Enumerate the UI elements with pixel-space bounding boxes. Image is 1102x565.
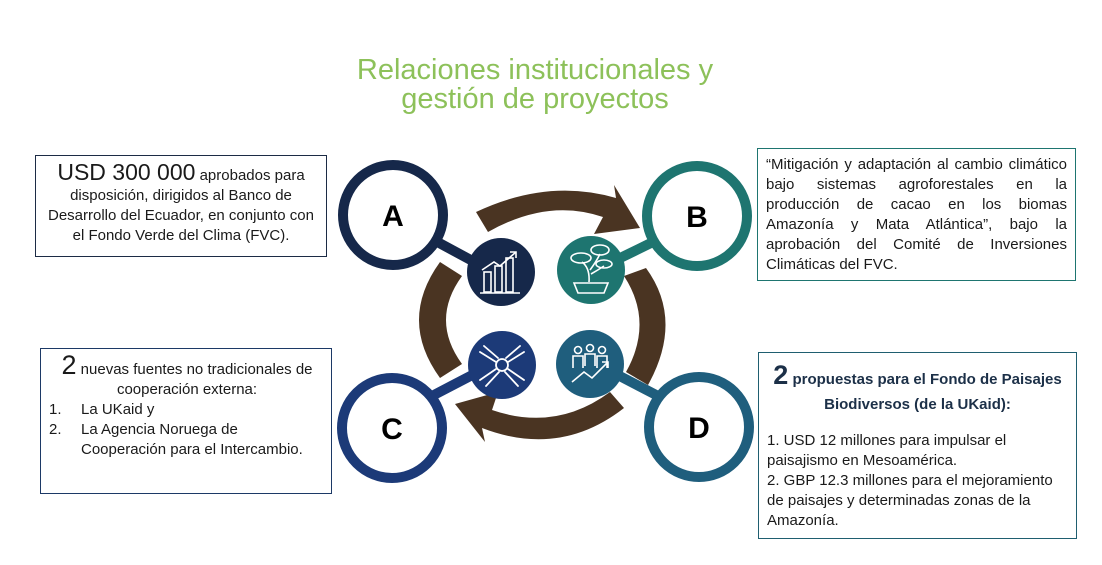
letter-b: B bbox=[686, 201, 708, 234]
box-c-list: 1. La UKaid y 2. La Agencia Noruega de Coo… bbox=[49, 400, 325, 460]
node-b: B bbox=[642, 161, 752, 271]
box-d-head-text: propuestas para el Fondo de Paisajes Bio… bbox=[788, 371, 1062, 413]
node-a: A bbox=[338, 160, 448, 270]
arrow-right bbox=[624, 268, 666, 385]
box-d-body: 1. USD 12 millones para impulsar el pais… bbox=[767, 431, 1068, 531]
box-c-count: 2 bbox=[61, 350, 77, 380]
box-a-text: aprobados para disposición, dirigidos al… bbox=[47, 167, 314, 244]
box-c-heading: 2 nuevas fuentes no tradicionales de coo… bbox=[49, 352, 325, 400]
bar-chart-growth-icon bbox=[467, 238, 535, 306]
box-d-heading: 2 propuestas para el Fondo de Paisajes B… bbox=[767, 360, 1068, 417]
joined-hands-icon bbox=[468, 331, 536, 399]
list-item: 2. La Agencia Noruega de Cooperación para… bbox=[49, 420, 325, 460]
node-d: D bbox=[644, 372, 754, 482]
people-growth-chart-icon bbox=[556, 330, 624, 398]
arrow-left bbox=[419, 262, 462, 378]
title-line-2: gestión de proyectos bbox=[401, 83, 669, 115]
list-item-number: 1. bbox=[49, 401, 62, 418]
text-box-c: 2 nuevas fuentes no tradicionales de coo… bbox=[40, 348, 332, 494]
text-box-b: “Mitigación y adaptación al cambio climá… bbox=[757, 148, 1076, 281]
letter-d: D bbox=[688, 412, 710, 445]
text-box-d: 2 propuestas para el Fondo de Paisajes B… bbox=[758, 352, 1077, 539]
list-item-number: 2. bbox=[49, 421, 62, 438]
arrow-top bbox=[476, 185, 640, 234]
letter-c: C bbox=[381, 413, 403, 446]
text-box-a: USD 300 000 aprobados para disposición, … bbox=[35, 155, 327, 257]
box-d-count: 2 bbox=[773, 360, 789, 390]
title-line-1: Relaciones institucionales y bbox=[356, 54, 714, 86]
box-a-amount: USD 300 000 bbox=[57, 159, 196, 185]
cycle-arrows bbox=[419, 185, 666, 442]
list-item: 1. La UKaid y bbox=[49, 400, 325, 420]
list-item-text: La Agencia Noruega de Cooperación para e… bbox=[81, 421, 303, 458]
node-c: C bbox=[337, 373, 447, 483]
page-title: Relaciones institucionales y gestión de … bbox=[300, 56, 770, 114]
list-item-text: La UKaid y bbox=[81, 401, 155, 418]
letter-a: A bbox=[382, 200, 404, 233]
box-c-head-text: nuevas fuentes no tradicionales de coope… bbox=[76, 361, 313, 398]
box-d-line-2: 2. GBP 12.3 millones para el mejoramient… bbox=[767, 472, 1053, 529]
bonsai-tree-icon bbox=[557, 236, 625, 304]
arrow-bottom bbox=[455, 392, 624, 442]
box-d-line-1: 1. USD 12 millones para impulsar el pais… bbox=[767, 432, 1007, 469]
box-b-text: “Mitigación y adaptación al cambio climá… bbox=[766, 156, 1067, 273]
